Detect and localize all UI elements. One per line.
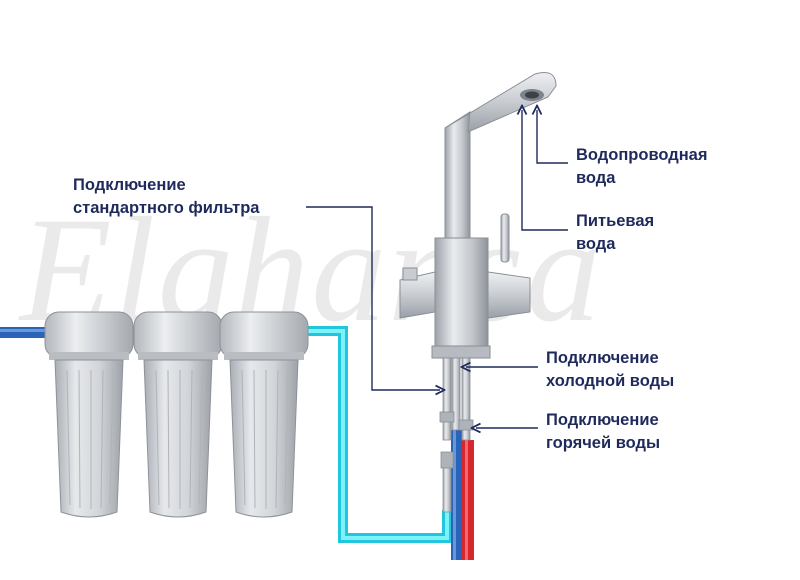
label-hot-water-line1: Подключение xyxy=(546,411,659,429)
kitchen-faucet-icon xyxy=(399,72,557,513)
label-standard-filter: Подключение стандартного фильтра xyxy=(73,174,259,220)
cold-water-pipe xyxy=(451,430,462,560)
cold-inlet-pipe xyxy=(0,327,52,338)
label-tap-water: Водопроводная вода xyxy=(576,144,707,190)
water-filter-icon xyxy=(219,311,309,518)
label-hot-water: Подключение горячей воды xyxy=(546,409,660,455)
label-drinking-water-line2: вода xyxy=(576,235,616,253)
water-filter-icon xyxy=(133,311,223,518)
water-filter-icon xyxy=(44,311,134,518)
label-tap-water-line1: Водопроводная xyxy=(576,146,708,164)
label-tap-water-line2: вода xyxy=(576,169,616,187)
label-cold-water-line1: Подключение xyxy=(546,349,659,367)
label-cold-water-line2: холодной воды xyxy=(546,372,675,390)
pointer-standard-filter xyxy=(306,206,440,390)
label-drinking-water-line1: Питьевая xyxy=(576,212,655,230)
hot-water-pipe xyxy=(462,440,474,560)
label-standard-filter-line1: Подключение xyxy=(73,176,186,194)
label-standard-filter-line2: стандартного фильтра xyxy=(73,199,260,217)
filtered-water-pipe xyxy=(300,326,452,543)
label-drinking-water: Питьевая вода xyxy=(576,210,654,256)
pointer-tap-water xyxy=(537,110,568,164)
pointer-drinking-water xyxy=(522,110,568,231)
label-cold-water: Подключение холодной воды xyxy=(546,347,674,393)
label-hot-water-line2: горячей воды xyxy=(546,434,661,452)
